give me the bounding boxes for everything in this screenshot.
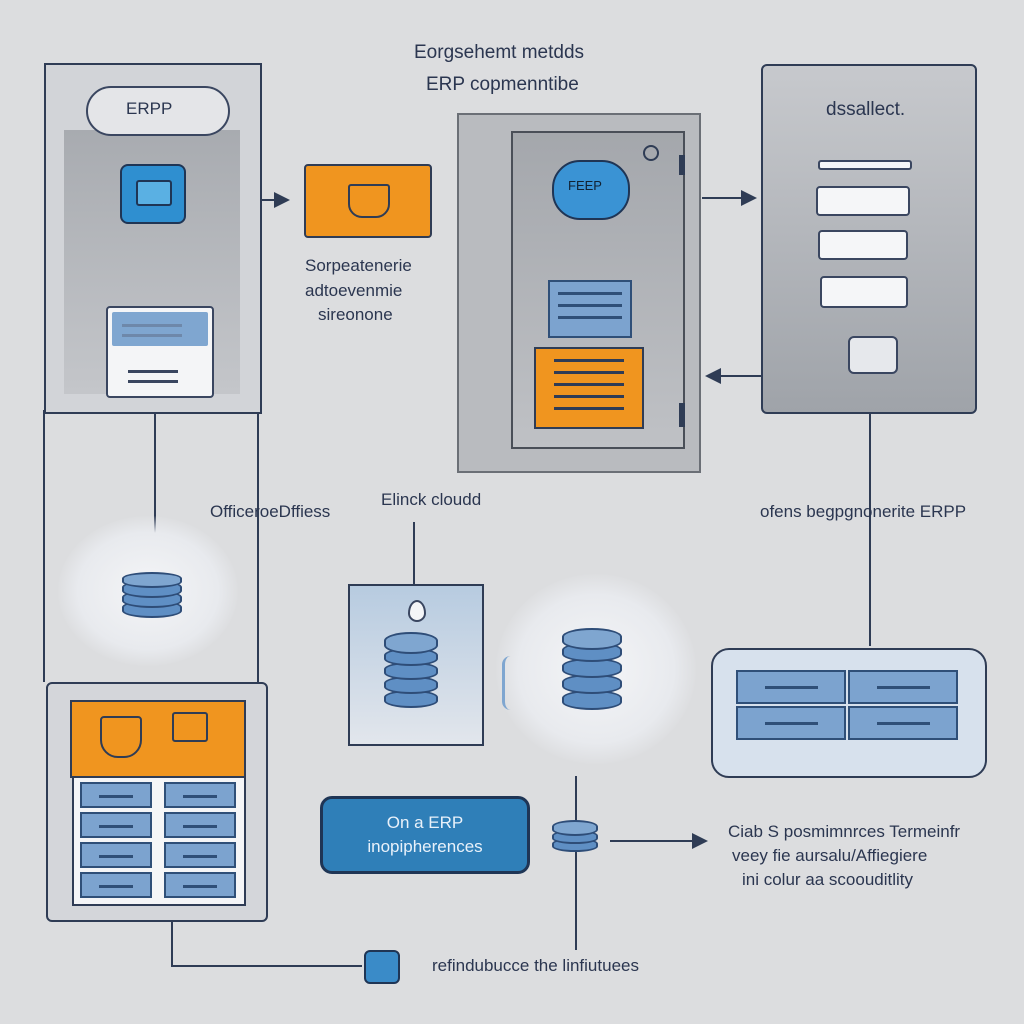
bottom-orange-header <box>70 700 246 778</box>
small-database-icon <box>552 820 598 854</box>
on-prem-line-1: On a ERP <box>386 813 464 832</box>
bottom-table-grid <box>72 776 246 906</box>
cabinet-hinge-bottom <box>679 403 685 427</box>
note-line-2: veey fie aursalu/Affiegiere <box>732 846 928 865</box>
bottom-left-connector <box>171 922 362 967</box>
note-line-1: Ciab S posmimnrces Termeinfr <box>728 822 961 841</box>
erp-app-icon[interactable] <box>120 164 186 224</box>
cabinet-cloud-label: FEEP <box>568 178 602 193</box>
document-icon[interactable] <box>364 950 400 984</box>
right-drawer-3[interactable] <box>820 276 908 308</box>
right-caption: ofens begpgnonerite ERPP <box>760 502 967 521</box>
left-database-icon <box>122 572 182 620</box>
right-panel-title: dssallect. <box>826 99 906 120</box>
middle-label-line-1: Sorpeatenerie <box>305 256 412 275</box>
cabinet-cloud-badge <box>552 160 630 220</box>
cloud-connector-squiggle <box>502 656 519 710</box>
middle-label-line-2: adtoevenmie <box>305 281 403 300</box>
cloud-database-icon <box>562 628 622 710</box>
orange-process-box[interactable] <box>304 164 432 238</box>
storage-tile-3 <box>736 706 846 740</box>
cabinet-blue-module <box>548 280 632 338</box>
cloud-label: Elinck cloudd <box>381 490 482 509</box>
center-database-icon <box>384 632 438 708</box>
on-prem-erp-button[interactable]: On a ERP inopipherences <box>320 796 530 874</box>
erp-cloud-shape <box>86 86 230 136</box>
cabinet-orange-module <box>534 347 644 429</box>
right-drawer-2[interactable] <box>818 230 908 260</box>
storage-tile-2 <box>848 670 958 704</box>
title-line-1: Eorgsehemt metdds <box>414 42 585 63</box>
cloud-drop-icon <box>408 600 426 622</box>
storage-tile-4 <box>848 706 958 740</box>
title-line-2: ERP copmenntibe <box>426 74 579 95</box>
note-line-3: ini colur aa scoouditlity <box>742 870 914 889</box>
process-icon <box>348 184 390 218</box>
server-rack-unit <box>106 306 214 398</box>
on-prem-line-2: inopipherences <box>367 837 483 856</box>
cabinet-lock-icon <box>643 145 659 161</box>
right-drawer-1[interactable] <box>816 186 910 216</box>
bottom-caption: refindubucce the linfiutuees <box>432 956 639 975</box>
offline-label: OfficeroeDffiess <box>210 502 331 521</box>
storage-tile-1 <box>736 670 846 704</box>
middle-label-line-3: sireonone <box>318 305 393 324</box>
right-panel-divider <box>818 160 912 170</box>
storage-drive-icon <box>848 336 898 374</box>
shield-icon <box>100 716 142 758</box>
cabinet-hinge-top <box>679 155 685 175</box>
machine-icon <box>172 712 208 742</box>
erp-cloud-label: ERPP <box>126 99 173 118</box>
machine-icon <box>136 180 172 206</box>
